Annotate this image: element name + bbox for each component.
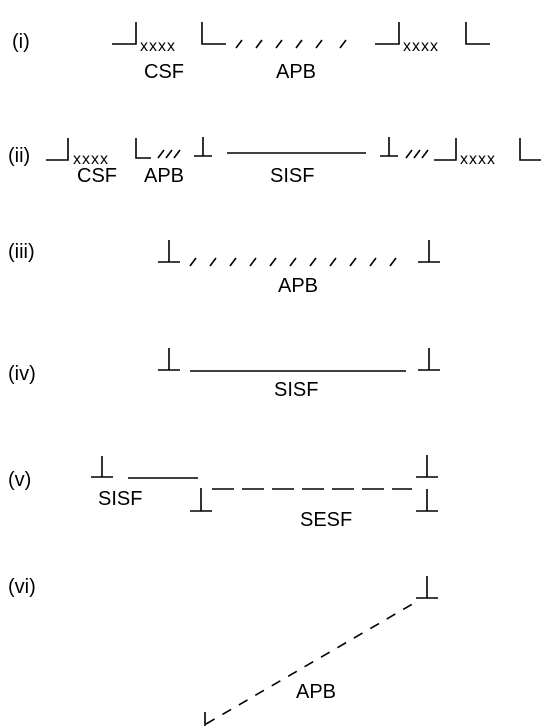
partial-dislocation-symbol: [158, 348, 180, 371]
crosses-right: xxxx: [460, 151, 496, 168]
apb-diagonal-dashed-line: [205, 601, 417, 725]
partial-dislocation-symbol-2: [190, 488, 212, 512]
row-i: (i) xxxx xxxx CSF APB: [12, 22, 490, 83]
crosses-left: xxxx: [73, 151, 109, 168]
partial-dislocation-symbol: [158, 240, 180, 263]
partial-dislocation-symbol-2: [418, 348, 440, 371]
partial-dislocation-symbol: [91, 456, 113, 478]
dislocation-right-symbol-2: [519, 138, 541, 161]
partial-dislocation-symbol-2: [380, 137, 398, 157]
partial-dislocation-symbol-2: [418, 240, 440, 263]
sisf-label: SISF: [270, 165, 314, 187]
row-vi-label: (vi): [8, 576, 36, 598]
partial-dislocation-symbol-2: [204, 712, 206, 726]
dislocation-left-symbol: [46, 138, 69, 161]
dislocation-left-symbol-2: [375, 22, 400, 45]
dislocation-left-symbol: [112, 22, 137, 45]
dislocation-right-symbol: [201, 22, 226, 45]
partial-dislocation-symbol-3: [416, 455, 438, 478]
apb-label: APB: [276, 61, 316, 83]
dislocation-right-symbol-2: [465, 22, 490, 45]
row-i-label: (i): [12, 31, 30, 53]
row-iv-label: (iv): [8, 363, 36, 385]
csf-label: CSF: [144, 61, 184, 83]
row-iii: (iii) APB: [8, 240, 440, 297]
row-v: (v) SISF SESF: [8, 455, 438, 531]
apb-hatch-short-2: [405, 149, 429, 159]
apb-label: APB: [278, 275, 318, 297]
sisf-label: SISF: [98, 488, 142, 510]
row-vi: (vi) APB: [8, 576, 438, 726]
partial-dislocation-symbol-4: [416, 489, 438, 512]
apb-hatch: [189, 257, 397, 267]
apb-hatch-short: [157, 149, 181, 159]
apb-hatch: [235, 39, 347, 49]
crosses-right: xxxx: [403, 38, 439, 55]
dislocation-right-symbol: [135, 138, 151, 159]
row-iv: (iv) SISF: [8, 348, 440, 401]
partial-dislocation-symbol: [194, 137, 212, 157]
csf-label: CSF: [77, 165, 117, 187]
row-v-label: (v): [8, 469, 31, 491]
apb-label: APB: [144, 165, 184, 187]
row-iii-label: (iii): [8, 241, 35, 263]
row-ii: (ii) xxxx xxxx CSF APB SISF: [8, 137, 541, 187]
sesf-label: SESF: [300, 509, 352, 531]
row-ii-label: (ii): [8, 145, 30, 167]
sisf-label: SISF: [274, 379, 318, 401]
dislocation-left-symbol-2: [434, 138, 457, 161]
crosses-left: xxxx: [140, 38, 176, 55]
partial-dislocation-symbol: [416, 576, 438, 599]
apb-label: APB: [296, 681, 336, 703]
